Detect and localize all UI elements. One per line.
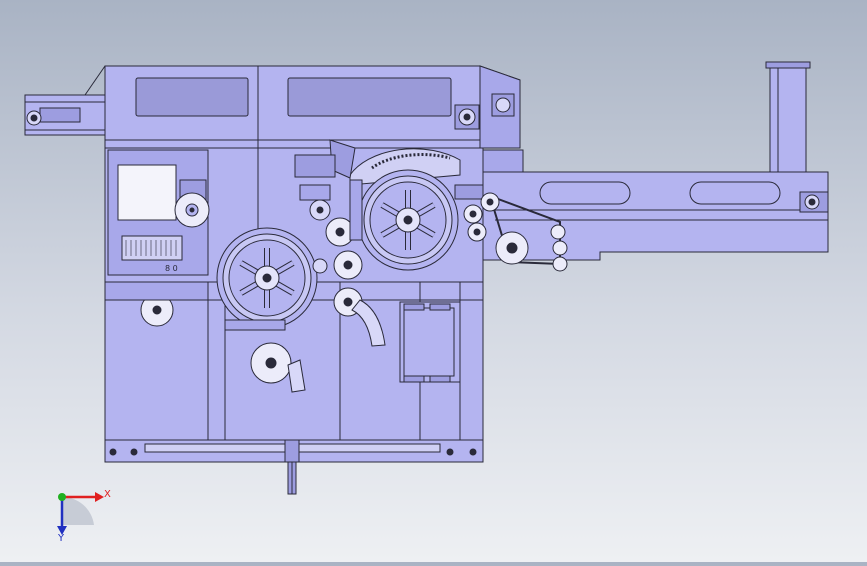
axis-origin bbox=[58, 493, 66, 501]
panel-screen bbox=[117, 164, 177, 221]
lower-cabinet bbox=[399, 301, 461, 383]
lower-drum-center bbox=[250, 342, 306, 393]
handwheel-left bbox=[216, 227, 318, 329]
axis-triad: X Y bbox=[57, 489, 111, 544]
right-conveyor bbox=[482, 61, 829, 261]
lower-left-compartment bbox=[104, 281, 286, 331]
slot-right bbox=[689, 181, 781, 205]
handwheel-right bbox=[357, 169, 459, 271]
curved-chute bbox=[351, 299, 386, 347]
axis-y-label: Y bbox=[57, 533, 65, 544]
top-window-right bbox=[287, 77, 452, 117]
conveyor-post bbox=[769, 65, 807, 173]
top-housing bbox=[84, 65, 521, 149]
left-mounting-bracket bbox=[24, 94, 106, 136]
control-panel bbox=[107, 149, 210, 276]
axis-x-label: X bbox=[104, 489, 111, 500]
slot-left bbox=[539, 181, 631, 205]
base-rail bbox=[104, 439, 484, 495]
top-window-left bbox=[135, 77, 249, 117]
middle-rollers bbox=[294, 154, 484, 317]
belt-drive bbox=[463, 192, 568, 272]
gauge-label: 8 0 bbox=[165, 264, 178, 273]
